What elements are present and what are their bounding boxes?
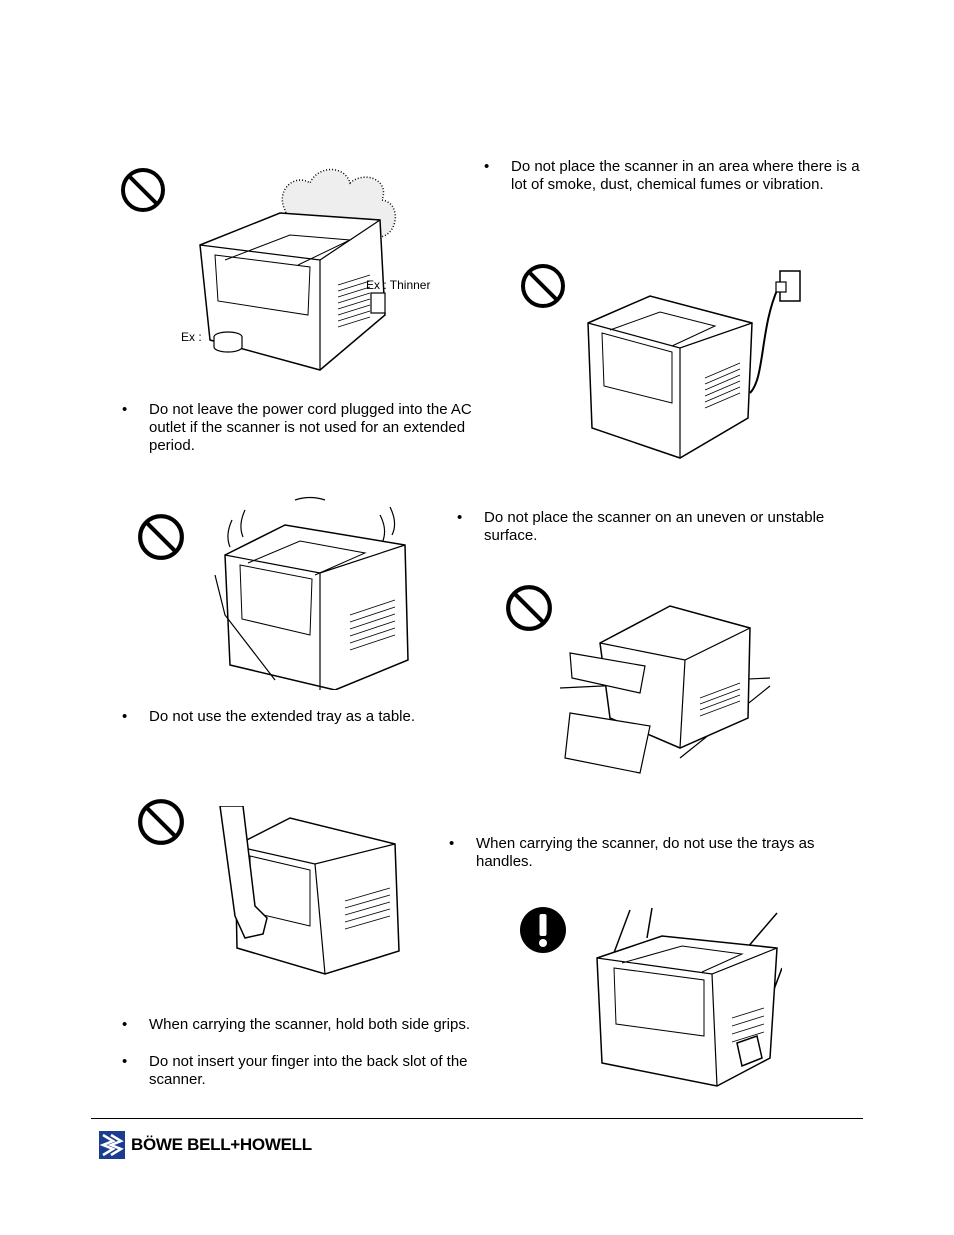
label-ex: Ex : — [181, 330, 202, 344]
scanner-carry-illustration — [592, 908, 782, 1093]
prohibited-icon — [506, 585, 552, 631]
footer-divider — [91, 1118, 863, 1119]
bullet-uneven-surface: Do not place the scanner on an uneven or… — [457, 509, 857, 545]
prohibited-icon — [138, 799, 184, 845]
bullet-text: When carrying the scanner, hold both sid… — [149, 1016, 471, 1033]
bullet-power-cord: Do not leave the power cord plugged into… — [122, 401, 494, 455]
bullet-extended-tray: Do not use the extended tray as a table. — [122, 708, 482, 726]
scanner-power-cord-illustration — [580, 268, 810, 463]
brand-name: BÖWE BELL+HOWELL — [131, 1135, 312, 1154]
label-thinner: Ex : Thinner — [366, 278, 430, 292]
brand-mark-icon — [99, 1131, 125, 1159]
bullet-text: When carrying the scanner, do not use th… — [476, 835, 815, 870]
prohibited-icon — [121, 168, 165, 212]
exclamation-icon — [520, 907, 566, 953]
brand-logo: BÖWE BELL+HOWELL — [99, 1130, 312, 1160]
scanner-hand-tray-illustration — [215, 806, 405, 976]
bullet-trays-handles: When carrying the scanner, do not use th… — [449, 835, 849, 871]
bullet-text: Do not use the extended tray as a table. — [149, 708, 416, 725]
bullet-finger-slot: Do not insert your finger into the back … — [122, 1053, 494, 1089]
prohibited-icon — [521, 264, 565, 308]
prohibited-icon — [138, 514, 184, 560]
bullet-text: Do not place the scanner in an area wher… — [511, 158, 860, 193]
scanner-extended-tray-illustration — [560, 598, 775, 778]
bullet-smoke-dust: Do not place the scanner in an area wher… — [484, 158, 864, 194]
scanner-vibration-illustration — [210, 495, 420, 690]
bullet-side-grips: When carrying the scanner, hold both sid… — [122, 1016, 494, 1034]
bullet-text: Do not insert your finger into the back … — [149, 1053, 468, 1088]
bullet-text: Do not place the scanner on an uneven or… — [484, 509, 825, 544]
bullet-text: Do not leave the power cord plugged into… — [149, 401, 472, 454]
scanner-smoke-illustration: Ex : Thinner Ex : — [170, 165, 450, 375]
